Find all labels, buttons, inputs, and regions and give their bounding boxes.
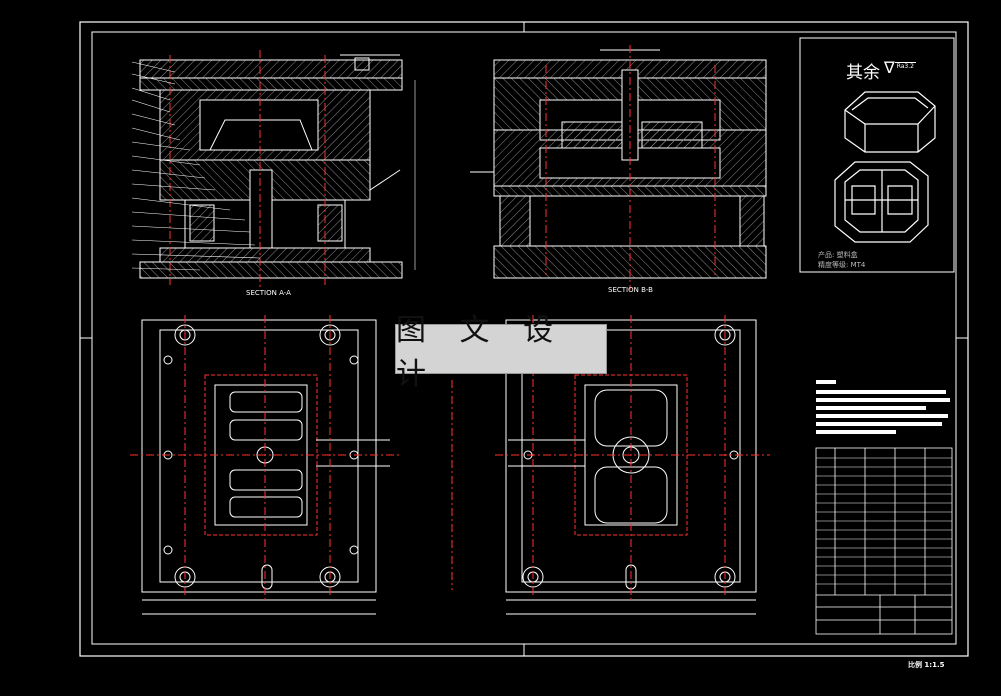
section-a-a-leaders: [131, 61, 416, 271]
section-b-b-label: SECTION B-B: [608, 286, 653, 294]
tech-requirements: [816, 380, 950, 434]
roughness-symbol-icon: ∇: [884, 58, 895, 77]
parts-list-rows: [816, 457, 952, 585]
section-a-a-label: SECTION A-A: [246, 289, 291, 297]
product-panel: [799, 37, 955, 273]
product-iso-top: [844, 91, 936, 153]
scale-note: 比例 1:1.5: [908, 661, 945, 669]
product-iso-bottom: [834, 161, 929, 243]
section-b-b-centerlines: [545, 45, 716, 290]
section-b-b: [470, 49, 767, 279]
section-a-a: [139, 54, 403, 279]
plan-view-right-centerlines: [451, 315, 770, 600]
parts-list: [815, 447, 953, 635]
watermark-stamp: 图 文 设 计: [395, 313, 607, 392]
plan-view-left: [141, 319, 390, 615]
roughness-prefix: 其余: [846, 63, 880, 83]
product-note-line2: 精度等级: MT4: [818, 261, 866, 269]
section-a-a-centerlines: [169, 50, 326, 290]
product-note-line1: 产品: 塑料盒: [818, 251, 858, 259]
plan-view-left-centerlines: [130, 315, 400, 600]
roughness-value: Ra3.2: [894, 62, 916, 70]
roughness-note: 其余 ∇ Ra3.2: [846, 58, 916, 83]
